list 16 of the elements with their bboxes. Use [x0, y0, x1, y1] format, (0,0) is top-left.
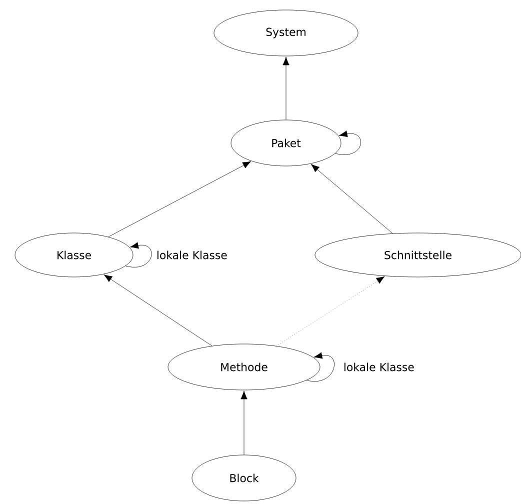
ellipse-node: System — [214, 10, 358, 56]
arrow — [282, 56, 290, 120]
self-loop-arrow — [306, 352, 334, 382]
self-loop-arrow — [125, 242, 152, 268]
arrow — [310, 164, 393, 234]
edge-label: lokale Klasse — [155, 250, 228, 260]
self-loop-arrow — [335, 130, 361, 155]
ellipse-node: Klasse — [14, 232, 134, 278]
ellipse-node: Methode — [168, 344, 320, 390]
ellipse-node: Paket — [230, 120, 342, 166]
arrow — [104, 274, 212, 346]
edge-label: lokale Klasse — [342, 362, 416, 372]
ellipse-node: Block — [192, 454, 296, 502]
arrow — [240, 390, 248, 455]
arrow — [108, 161, 252, 238]
arrow — [276, 276, 385, 346]
